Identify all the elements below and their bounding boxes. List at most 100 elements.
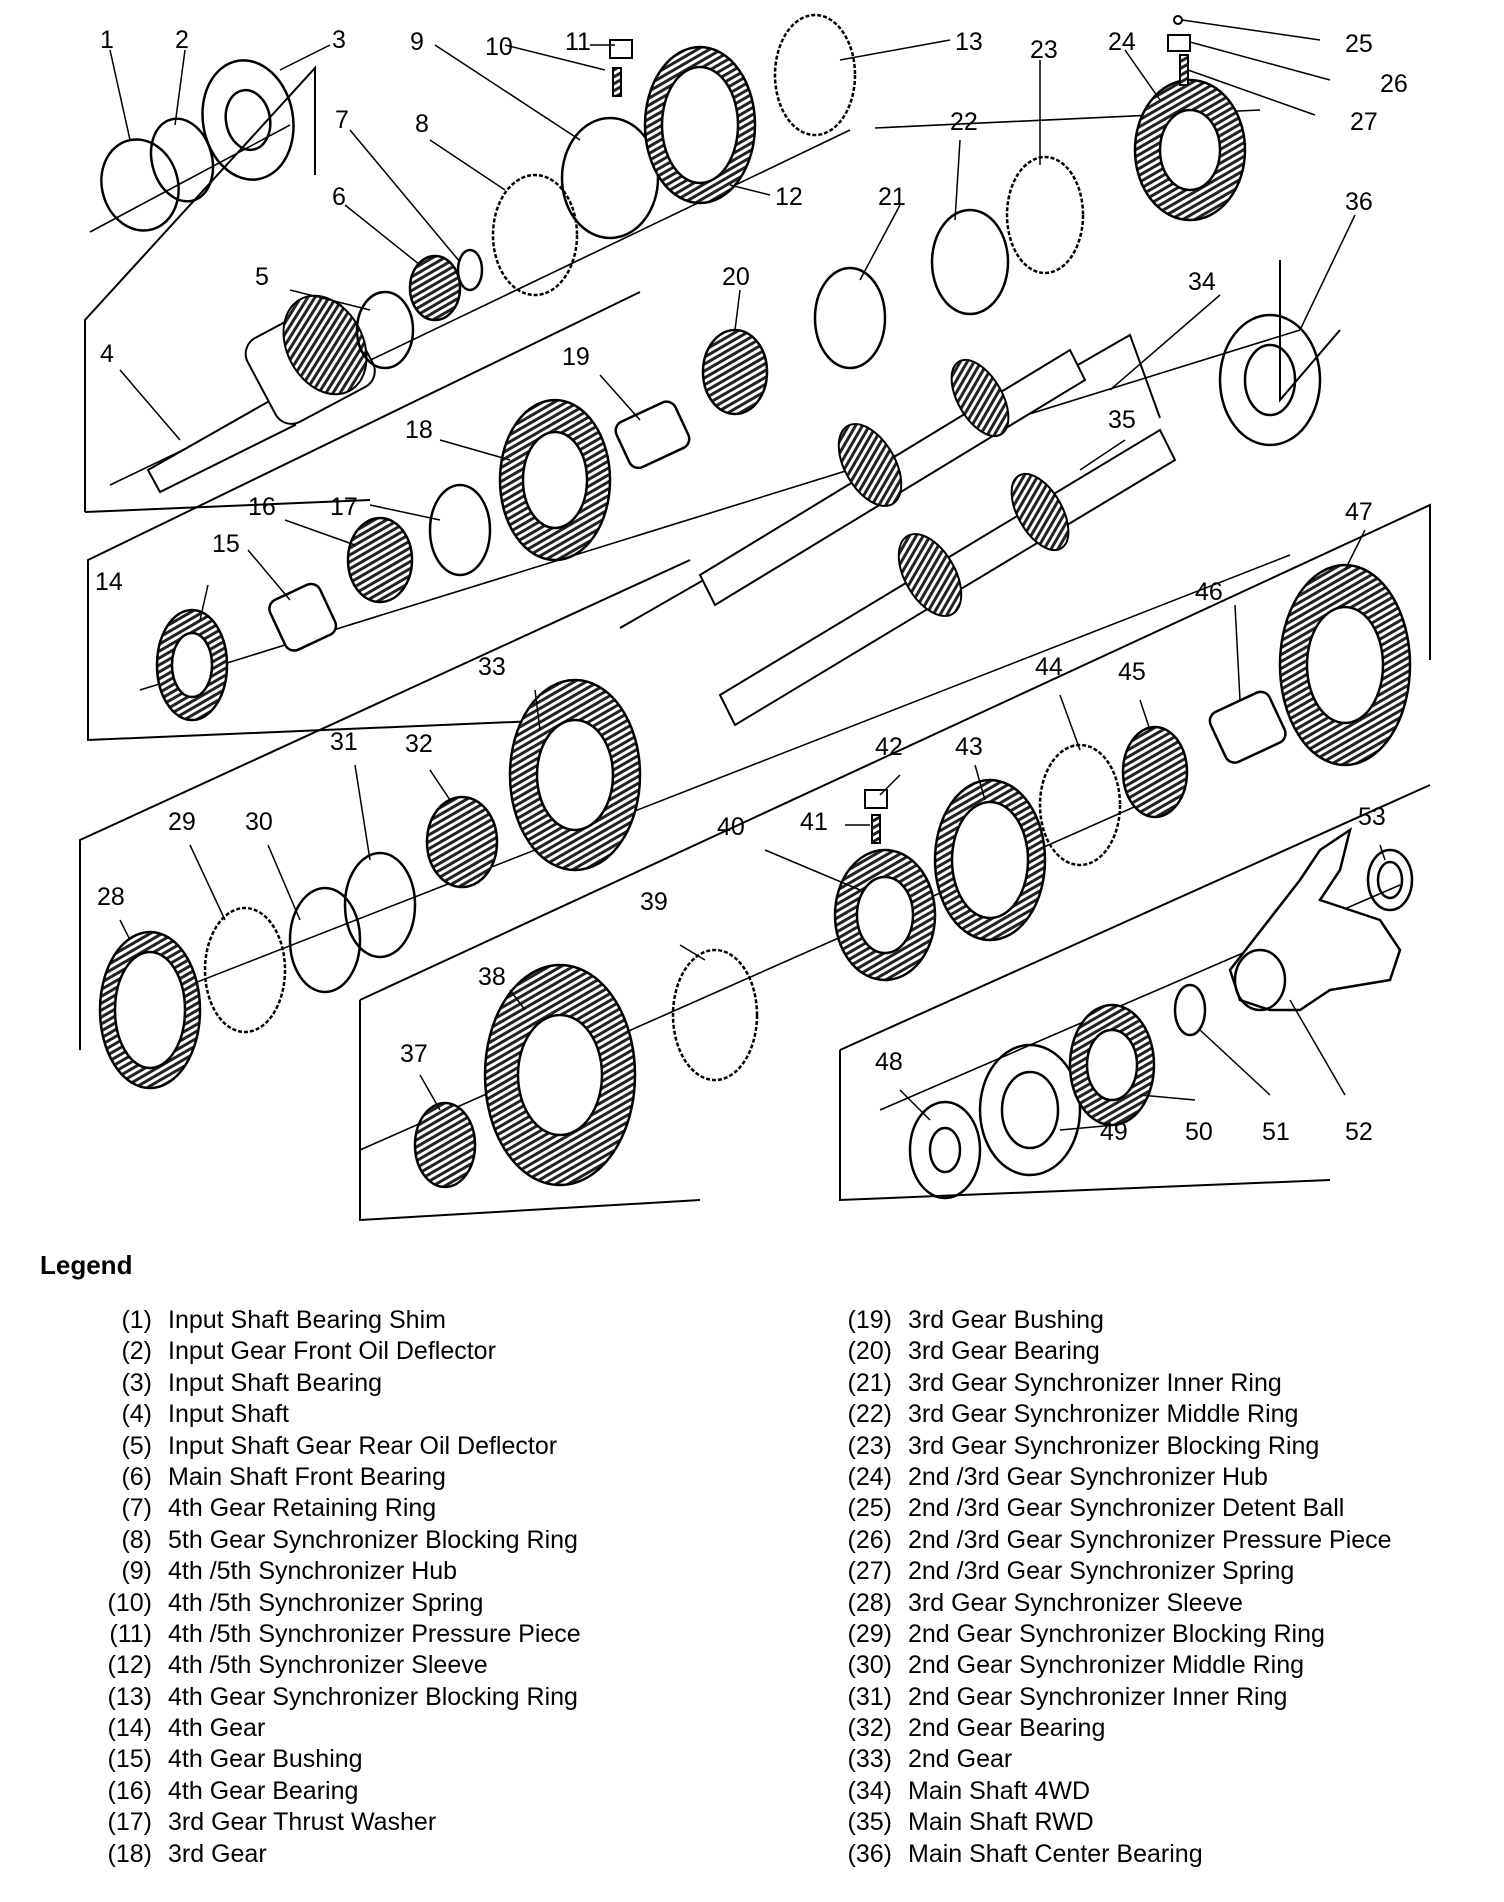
legend-item: (30)2nd Gear Synchronizer Middle Ring (820, 1650, 1305, 1681)
legend-item-label: 4th /5th Synchronizer Spring (168, 1588, 484, 1617)
retaining-ring-4th (456, 248, 484, 292)
legend-item-number: (6) (121, 1462, 152, 1491)
callout-29: 29 (168, 808, 196, 836)
callout-35: 35 (1108, 406, 1136, 434)
middle-ring-3rd (930, 208, 1010, 316)
legend-item-number: (15) (107, 1745, 152, 1774)
legend-item: (31)2nd Gear Synchronizer Inner Ring (820, 1682, 1288, 1713)
legend-item-label: 2nd Gear Synchronizer Blocking Ring (908, 1619, 1325, 1648)
legend-item: (34)Main Shaft 4WD (820, 1776, 1090, 1807)
callout-16: 16 (248, 493, 276, 521)
legend-item: (36)Main Shaft Center Bearing (820, 1839, 1203, 1870)
legend-item: (3)Input Shaft Bearing (80, 1368, 382, 1399)
legend-item-number: (12) (107, 1651, 152, 1680)
legend-item-label: 3rd Gear Bushing (908, 1306, 1104, 1334)
legend-item-label: Main Shaft 4WD (908, 1776, 1091, 1805)
callout-42: 42 (875, 733, 903, 761)
legend-item-number: (29) (847, 1619, 892, 1648)
legend-item-number: (7) (121, 1494, 152, 1523)
legend-item: (23)3rd Gear Synchronizer Blocking Ring (820, 1431, 1320, 1462)
legend-item-label: 2nd /3rd Gear Synchronizer Hub (908, 1462, 1268, 1491)
legend-item: (12)4th /5th Synchronizer Sleeve (80, 1650, 488, 1681)
callout-50: 50 (1185, 1118, 1213, 1146)
callout-30: 30 (245, 808, 273, 836)
legend-item: (24)2nd /3rd Gear Synchronizer Hub (820, 1462, 1268, 1493)
callout-26: 26 (1380, 70, 1408, 98)
legend-item-label: 2nd Gear Bearing (908, 1714, 1106, 1743)
legend-item-number: (35) (847, 1808, 892, 1837)
legend-item-number: (14) (107, 1714, 152, 1743)
legend-item: (10)4th /5th Synchronizer Spring (80, 1588, 484, 1619)
callout-39: 39 (640, 888, 668, 916)
oil-deflector-front (149, 117, 215, 203)
inner-ring-2nd (343, 851, 417, 959)
callout-32: 32 (405, 730, 433, 758)
callout-4: 4 (100, 340, 114, 368)
legend-item-number: (18) (107, 1839, 152, 1868)
legend-item: (28)3rd Gear Synchronizer Sleeve (820, 1588, 1243, 1619)
legend-item: (20)3rd Gear Bearing (820, 1336, 1100, 1367)
legend-item-label: 2nd Gear (908, 1745, 1013, 1774)
main-shafts (698, 348, 1177, 727)
legend-item-number: (30) (847, 1651, 892, 1680)
bearing-45 (1121, 725, 1189, 819)
legend-item-label: 4th /5th Synchronizer Hub (168, 1557, 458, 1586)
callout-21: 21 (878, 183, 906, 211)
callout-23: 23 (1030, 36, 1058, 64)
legend-item-number: (5) (121, 1431, 152, 1460)
legend-item-label: 3rd Gear Synchronizer Sleeve (908, 1588, 1243, 1617)
legend-item-label: 2nd /3rd Gear Synchronizer Spring (908, 1557, 1295, 1586)
legend-item: (32) 2nd Gear Bearing (820, 1713, 1106, 1744)
legend-item-number: (21) (847, 1368, 892, 1397)
legend-item: (11)4th /5th Synchronizer Pressure Piece (80, 1619, 580, 1650)
callout-37: 37 (400, 1040, 428, 1068)
legend-item-label: 2nd /3rd Gear Synchronizer Detent Ball (908, 1494, 1345, 1523)
callout-48: 48 (875, 1048, 903, 1076)
callout-22: 22 (950, 108, 978, 136)
legend-item-label: 4th Gear (168, 1714, 266, 1743)
legend-item-label: 4th Gear Retaining Ring (168, 1494, 437, 1523)
blocking-ring-5th (491, 173, 579, 297)
legend-item-number: (16) (107, 1776, 152, 1805)
callout-10: 10 (485, 33, 513, 61)
lower-parts (98, 563, 1414, 1200)
callout-44: 44 (1035, 653, 1063, 681)
callout-13: 13 (955, 28, 983, 56)
legend-item: (33)2nd Gear (820, 1744, 1013, 1775)
legend-item-label: 4th Gear Bushing (168, 1745, 363, 1774)
callout-27: 27 (1350, 108, 1378, 136)
legend-item: (6)Main Shaft Front Bearing (80, 1462, 445, 1493)
blocking-ring-3rd (1005, 155, 1085, 275)
legend-item-label: 3rd Gear Synchronizer Inner Ring (908, 1368, 1282, 1397)
callout-28: 28 (97, 883, 125, 911)
legend-item-label: 3rd Gear Thrust Washer (168, 1808, 437, 1837)
callout-36: 36 (1345, 188, 1373, 216)
callout-7: 7 (335, 106, 349, 134)
rings-and-bearings (100, 13, 1322, 722)
legend-item-number: (32) (847, 1714, 892, 1743)
legend-item: (15) 4th Gear Bushing (80, 1744, 363, 1775)
legend-item-number: (4) (121, 1400, 152, 1429)
legend-item-label: Input Shaft Gear Rear Oil Deflector (168, 1431, 558, 1460)
legend-item-label: Input Shaft Bearing (168, 1368, 383, 1397)
callout-24: 24 (1108, 28, 1136, 56)
legend-item-number: (36) (847, 1839, 892, 1868)
legend-item-number: (2) (121, 1337, 152, 1366)
legend-item: (16)4th Gear Bearing (80, 1776, 359, 1807)
middle-ring-2nd (288, 886, 362, 994)
legend-item-label: 5th Gear Synchronizer Blocking Ring (168, 1525, 578, 1554)
legend-item-label: 3rd Gear Synchronizer Middle Ring (908, 1400, 1299, 1429)
legend-item-number: (8) (121, 1525, 152, 1554)
main-front-bearing (408, 254, 462, 322)
legend-item: (13)4th Gear Synchronizer Blocking Ring (80, 1682, 578, 1713)
legend-item: (9)4th /5th Synchronizer Hub (80, 1556, 457, 1587)
legend-item-label: 4th /5th Synchronizer Pressure Piece (168, 1619, 581, 1648)
legend-item: (29) 2nd Gear Synchronizer Blocking Ring (820, 1619, 1325, 1650)
callout-12: 12 (775, 183, 803, 211)
input-bearing (201, 59, 295, 181)
callout-33: 33 (478, 653, 506, 681)
bushing-46 (1208, 690, 1287, 764)
callout-18: 18 (405, 416, 433, 444)
legend-item-label: Input Shaft (168, 1400, 289, 1429)
bearing-2nd (425, 795, 499, 889)
